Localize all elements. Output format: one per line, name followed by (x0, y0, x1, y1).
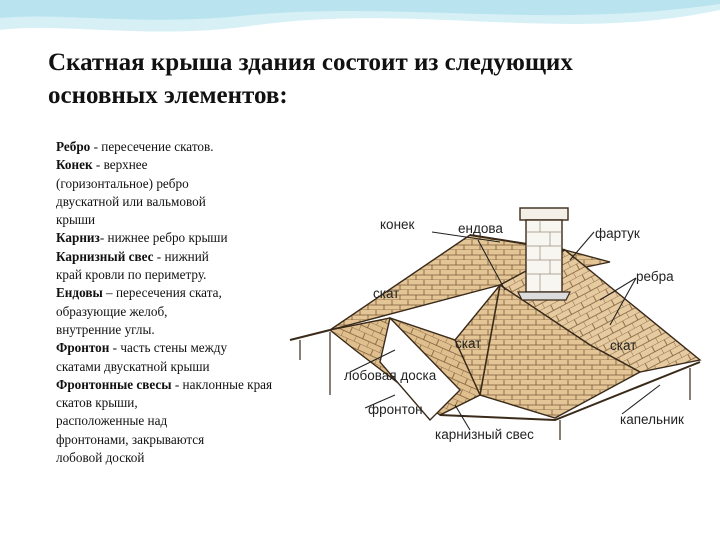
definition-text: крыши (56, 212, 96, 228)
definition-line: крыши (56, 211, 288, 229)
header-wave (0, 0, 720, 32)
definition-term: Конек (56, 157, 93, 173)
definition-text: пересечения ската, (115, 285, 222, 301)
definition-text: пересечение скатов. (101, 139, 214, 154)
label-lobovaya: лобовая доска (344, 368, 437, 383)
label-skat-3: скат (610, 338, 636, 353)
definition-separator: - (109, 340, 121, 356)
definition-line: Ендовы – пересечения ската, (56, 284, 288, 302)
label-skat-2: скат (455, 336, 481, 351)
definition-text: (горизонтальное) ребро (56, 175, 189, 191)
label-fronton: фронтон (368, 402, 423, 417)
definition-line: двускатной или вальмовой (56, 193, 288, 211)
gable-wall (379, 316, 461, 422)
definition-term: Фронтонные свесы (56, 376, 172, 392)
definition-text: наклонные края скатов крыши, (56, 376, 273, 411)
definition-line: край кровли по периметру. (56, 266, 288, 284)
label-karniz: карнизный свес (435, 427, 534, 442)
definition-line: (горизонтальное) ребро (56, 175, 288, 193)
definition-separator: – (102, 285, 116, 301)
slide-title: Скатная крыша здания состоит из следующи… (48, 46, 688, 112)
roof-diagram: конек ендова фартук ребра скат скат скат… (289, 207, 702, 442)
definition-term: Ендовы (56, 285, 103, 301)
valley-line (479, 284, 501, 396)
definition-term: Фронтон (56, 340, 110, 356)
definition-line: скатами двускатной крыши (56, 358, 288, 376)
definition-text: край кровли по периметру. (56, 267, 207, 283)
definition-text: верхнее (103, 157, 148, 173)
definition-separator: - (90, 139, 102, 154)
definitions-list: Ребро - пересечение скатов.Конек - верхн… (56, 138, 288, 467)
definition-separator: - (153, 248, 165, 264)
definition-text: нижний (164, 248, 209, 264)
title-line-1: Скатная крыша здания состоит из следующи… (48, 49, 573, 76)
definition-line: Фронтон - часть стены между (56, 339, 288, 357)
definition-text: часть стены между (120, 340, 228, 356)
wall-lines (299, 332, 691, 440)
definition-text: образующие желоб, (56, 303, 168, 319)
definition-line: лобовой доской (56, 449, 288, 467)
definition-term: Карнизный свес (56, 248, 154, 264)
definition-separator: - (99, 230, 108, 246)
definition-text: фронтонами, закрываются (56, 431, 205, 447)
definition-text: двускатной или вальмовой (56, 193, 206, 209)
definition-line: расположенные над (56, 412, 288, 430)
definition-line: Конек - верхнее (56, 156, 288, 174)
leader-lines (349, 231, 661, 431)
definition-term: Карниз (56, 230, 100, 246)
definition-line: внутренние углы. (56, 321, 288, 339)
label-kapelnik: капельник (620, 412, 684, 427)
definition-separator: - (92, 157, 104, 173)
label-fartuk: фартук (595, 226, 640, 241)
title-line-2: основных элементов: (48, 82, 288, 109)
label-rebra: ребра (636, 269, 674, 284)
definition-separator: - (171, 376, 183, 392)
definition-line: образующие желоб, (56, 303, 288, 321)
definition-line: Фронтонные свесы - наклонные края скатов… (56, 376, 288, 413)
definition-text: расположенные над (56, 413, 168, 429)
definition-term: Ребро (56, 139, 91, 154)
chimney (517, 207, 571, 301)
label-konek: конек (380, 217, 415, 232)
definition-text: скатами двускатной крыши (56, 358, 210, 374)
eaves-line (289, 329, 701, 422)
definition-text: внутренние углы. (56, 321, 155, 337)
definition-line: Ребро - пересечение скатов. (56, 138, 288, 156)
label-endova: ендова (458, 221, 503, 236)
definition-text: нижнее ребро крыши (107, 230, 228, 246)
definition-line: Карнизный свес - нижний (56, 248, 288, 266)
label-skat-1: скат (373, 286, 399, 301)
definition-line: фронтонами, закрываются (56, 431, 288, 449)
definition-line: Карниз- нижнее ребро крыши (56, 229, 288, 247)
definition-text: лобовой доской (56, 450, 145, 466)
